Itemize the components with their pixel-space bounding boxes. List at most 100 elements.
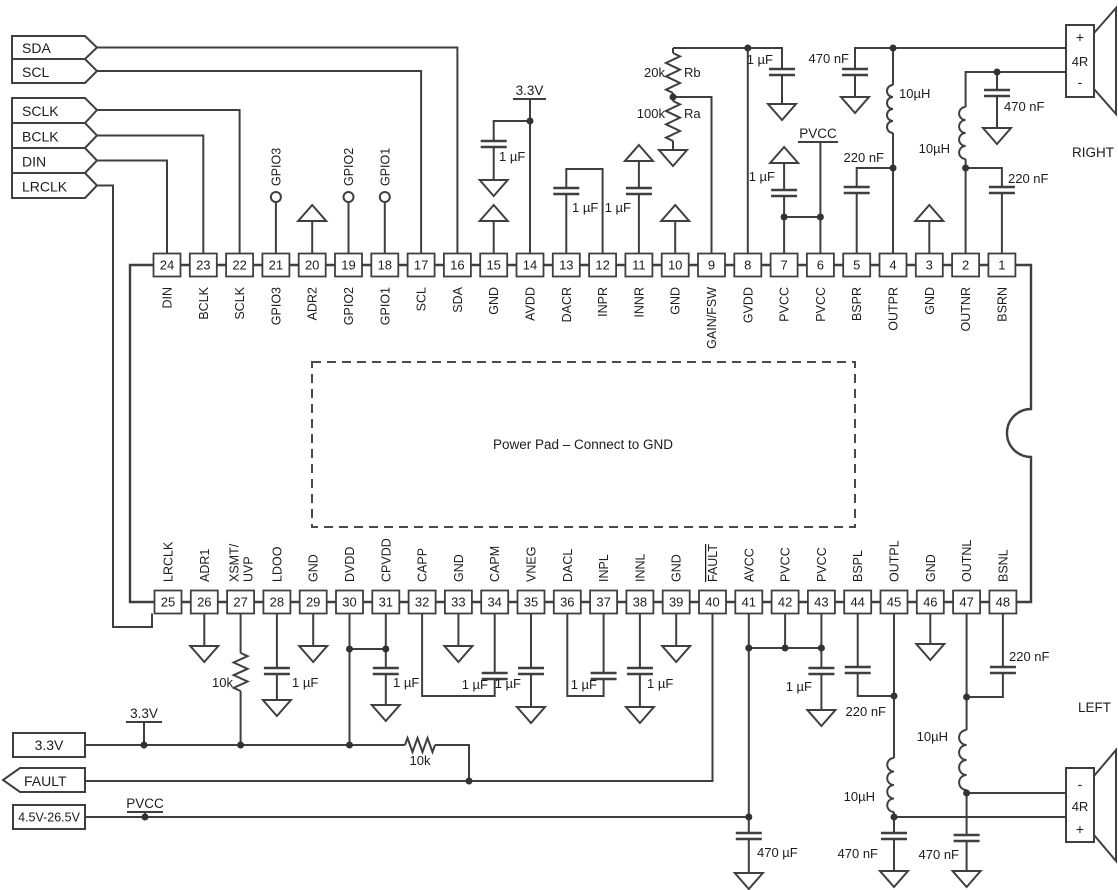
capacitor-bsrn_cap-value: 220 nF	[1008, 171, 1049, 186]
pin-label-18: GPIO1	[378, 287, 392, 325]
junction-dot	[346, 741, 353, 749]
capacitor-cpvdd_cap-value: 1 µF	[393, 675, 419, 690]
pin-box-9	[697, 252, 726, 278]
pin-box-46	[915, 589, 945, 615]
speaker-left-horn	[1093, 747, 1117, 864]
pin-label-25: LRCLK	[162, 541, 176, 582]
capacitor-bulk_cap-value: 470 µF	[757, 845, 798, 860]
resistor-xsmt-value: 10k	[212, 675, 233, 690]
junction-dot	[889, 164, 897, 172]
pin-label-36: DACL	[561, 549, 575, 582]
resistor-rb-name: Rb	[684, 65, 701, 80]
pin-box-3	[914, 252, 944, 278]
capacitor-vneg_cap-value: 1 µF	[495, 676, 521, 691]
pin-box-47	[952, 589, 981, 615]
pin-number-29: 29	[306, 595, 320, 610]
pin-number-21: 21	[269, 258, 283, 273]
capacitor-outnr_cap-value: 470 nF	[1004, 99, 1045, 114]
power-pad-label: Power Pad – Connect to GND	[493, 437, 673, 452]
wire	[97, 134, 205, 254]
pin-label-7: PVCC	[778, 287, 792, 322]
pin-number-5: 5	[853, 258, 860, 273]
pin-number-28: 28	[270, 595, 284, 610]
pin-box-15	[479, 252, 509, 278]
pin-box-16	[442, 252, 472, 278]
wire	[966, 673, 1004, 698]
pin-label-48: BSNL	[996, 549, 1010, 582]
speaker-left-minus: -	[1078, 776, 1083, 792]
pin-box-29	[298, 589, 328, 615]
pin-label-40: FAULT	[706, 544, 720, 582]
pin-label-17: SCL	[415, 287, 429, 311]
pin-box-45	[879, 589, 909, 615]
pin-number-24: 24	[160, 258, 174, 273]
junction-dot	[816, 213, 824, 221]
pin-box-8	[733, 252, 763, 278]
ground-symbol-down	[838, 96, 872, 115]
pin-label-46: GND	[924, 554, 938, 582]
ground-symbol-down	[914, 643, 947, 662]
speaker-left	[1065, 767, 1095, 843]
wire	[565, 168, 604, 254]
wire	[97, 109, 241, 254]
pin-number-4: 4	[889, 258, 896, 273]
wire	[854, 47, 1066, 69]
capacitor-bsnl_cap-value: 220 nF	[1009, 649, 1050, 664]
pin-box-39	[661, 589, 691, 615]
junction-dot	[817, 644, 825, 652]
speaker-right-horn	[1093, 5, 1117, 117]
speaker-left-label: LEFT	[1078, 700, 1111, 715]
pin-box-35	[516, 589, 546, 615]
pin-box-31	[371, 589, 401, 615]
capacitor-dacr_cap-value: 1 µF	[572, 200, 598, 215]
pin-box-44	[843, 589, 873, 615]
ground-symbol-down	[656, 149, 690, 168]
pin-box-42	[770, 589, 800, 615]
pin-number-46: 46	[923, 595, 937, 610]
resistor-fault-value: 10k	[410, 753, 431, 768]
wire	[964, 71, 1066, 107]
pin-label-14: AVDD	[524, 287, 538, 321]
pin-box-11	[624, 252, 654, 278]
net-label-3v3-bottom: 3.3V	[130, 706, 158, 721]
pin-label-8: GVDD	[741, 287, 755, 323]
pin-label-27-line2: UVP	[242, 556, 256, 582]
pin-number-17: 17	[414, 258, 428, 273]
ground-symbol-down	[369, 704, 403, 723]
pin-box-48	[988, 589, 1018, 615]
pin-number-30: 30	[342, 595, 356, 610]
pin-number-34: 34	[487, 595, 501, 610]
ground-symbol-up	[658, 203, 692, 222]
pin-box-19	[334, 252, 363, 278]
ground-symbol-down	[950, 870, 983, 889]
junction-dot	[744, 44, 752, 52]
ground-symbol-up	[295, 203, 329, 222]
pin-label-26: ADR1	[198, 549, 212, 582]
pin-label-29: GND	[307, 554, 321, 582]
speaker-left-impedance: 4R	[1072, 799, 1089, 814]
speaker-right-minus: -	[1078, 74, 1083, 90]
pin-box-7	[769, 252, 799, 278]
pin-number-11: 11	[632, 258, 646, 273]
ground-symbol-down	[623, 706, 657, 725]
pin-label-10: GND	[669, 287, 683, 315]
pin-number-9: 9	[708, 258, 715, 273]
pin-label-30: DVDD	[343, 547, 357, 582]
pin-box-25	[153, 589, 183, 615]
nc-circle-gpio2	[342, 191, 355, 203]
pin-number-15: 15	[486, 258, 500, 273]
pin-box-23	[188, 252, 218, 278]
inductor-right-p	[886, 84, 894, 134]
pin-number-40: 40	[705, 595, 719, 610]
pin-number-33: 33	[451, 595, 465, 610]
junction-dot	[382, 645, 390, 653]
pin-number-22: 22	[232, 258, 246, 273]
pin-box-38	[625, 589, 655, 615]
flag-sda	[11, 35, 99, 60]
speaker-right-label: RIGHT	[1072, 145, 1114, 160]
pin-label-2: OUTNR	[959, 287, 973, 331]
net-label-pvcc-bottom: PVCC	[126, 796, 164, 811]
pin-number-45: 45	[887, 595, 901, 610]
pin-label-12: INPR	[596, 287, 610, 317]
pin-label-44: BSPL	[851, 550, 865, 582]
